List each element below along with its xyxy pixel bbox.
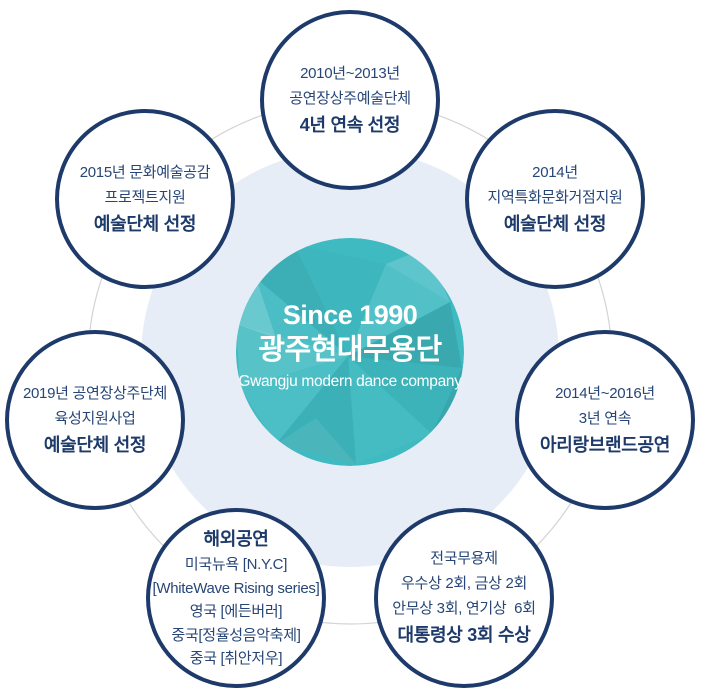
center-circle: Since 1990 광주현대무용단 Gwangju modern dance … xyxy=(236,238,464,466)
center-since-label: Since 1990 xyxy=(282,299,418,330)
achievement-circle-top-right: 2014년 지역특화문화거점지원 예술단체 선정 xyxy=(465,109,645,289)
achievement-text: 2014년~2016년 3년 연속 아리랑브랜드공연 xyxy=(519,381,691,460)
achievement-line: 중국[정율성음악축제] xyxy=(171,626,301,644)
achievement-line: [WhiteWave Rising series] xyxy=(152,579,320,597)
achievement-line: 우수상 2회, 금상 2회 xyxy=(400,575,528,592)
achievement-circle-top: 2010년~2013년 공연장상주예술단체 4년 연속 선정 xyxy=(260,10,440,190)
achievement-line: 지역특화문화거점지원 xyxy=(487,188,623,206)
achievement-line-emphasis: 아리랑브랜드공연 xyxy=(539,434,671,455)
achievement-line: 2014년 xyxy=(532,163,578,181)
achievement-text: 2019년 공연장상주단체 육성지원사업 예술단체 선정 xyxy=(9,381,181,460)
achievement-circle-top-left: 2015년 문화예술공감 프로젝트지원 예술단체 선정 xyxy=(55,109,235,289)
achievement-line: 프로젝트지원 xyxy=(104,188,186,206)
achievement-line-emphasis: 대통령상 3회 수상 xyxy=(397,625,531,645)
achievement-line: 육성지원사업 xyxy=(54,409,136,427)
achievement-line: 미국뉴욕 [N.Y.C] xyxy=(184,556,288,574)
faceted-teal-art-icon xyxy=(236,238,464,466)
achievement-line: 2010년~2013년 xyxy=(300,64,400,82)
achievement-line-emphasis: 해외공연 xyxy=(203,529,269,550)
achievement-circle-right: 2014년~2016년 3년 연속 아리랑브랜드공연 xyxy=(515,330,695,510)
achievement-text: 2015년 문화예술공감 프로젝트지원 예술단체 선정 xyxy=(59,160,231,239)
center-title-english: Gwangju modern dance company xyxy=(238,372,462,390)
achievement-circle-left: 2019년 공연장상주단체 육성지원사업 예술단체 선정 xyxy=(5,330,185,510)
achievement-circle-bottom-right: 전국무용제 우수상 2회, 금상 2회 안무상 3회, 연기상 6회 대통령상 … xyxy=(374,508,554,688)
achievement-text: 전국무용제 우수상 2회, 금상 2회 안무상 3회, 연기상 6회 대통령상 … xyxy=(378,546,550,650)
achievement-line: 전국무용제 xyxy=(430,550,498,567)
center-text: Since 1990 광주현대무용단 Gwangju modern dance … xyxy=(236,238,464,466)
achievement-line-emphasis: 4년 연속 선정 xyxy=(299,114,401,135)
achievement-line: 중국 [취안저우] xyxy=(189,650,283,668)
achievement-line: 안무상 3회, 연기상 6회 xyxy=(392,600,536,617)
achievement-text: 해외공연 미국뉴욕 [N.Y.C] [WhiteWave Rising seri… xyxy=(150,525,322,671)
achievement-line-emphasis: 예술단체 선정 xyxy=(503,213,607,234)
achievement-line-emphasis: 예술단체 선정 xyxy=(93,213,197,234)
achievement-text: 2014년 지역특화문화거점지원 예술단체 선정 xyxy=(469,160,641,239)
achievement-line-emphasis: 예술단체 선정 xyxy=(43,434,147,455)
achievement-line: 공연장상주예술단체 xyxy=(289,89,411,107)
achievement-line: 2015년 문화예술공감 xyxy=(79,163,211,181)
achievement-line: 영국 [에든버러] xyxy=(189,603,283,621)
achievement-line: 2019년 공연장상주단체 xyxy=(22,384,168,402)
achievement-line: 2014년~2016년 xyxy=(555,384,655,402)
achievement-circle-bottom-left: 해외공연 미국뉴욕 [N.Y.C] [WhiteWave Rising seri… xyxy=(146,508,326,688)
center-title-korean: 광주현대무용단 xyxy=(258,333,442,366)
achievement-line: 3년 연속 xyxy=(578,409,632,427)
achievement-text: 2010년~2013년 공연장상주예술단체 4년 연속 선정 xyxy=(264,61,436,140)
